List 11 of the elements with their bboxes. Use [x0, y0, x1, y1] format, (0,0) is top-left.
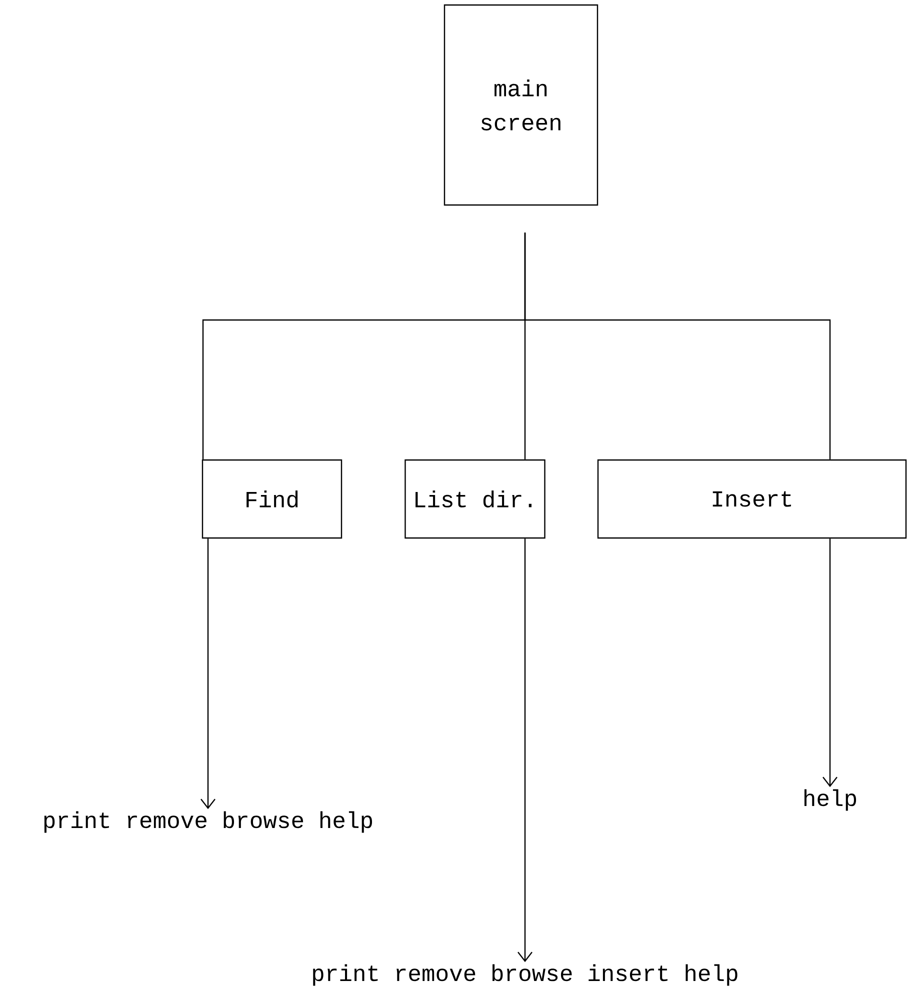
option-list-text: print remove browse insert help: [313, 964, 738, 986]
arrow: [518, 538, 532, 962]
screen-box: main screen: [444, 4, 598, 206]
arrow: [200, 538, 216, 810]
option-list-text: print remove browse help: [44, 811, 372, 833]
connector-line: [524, 232, 831, 460]
screen-box: Insert: [597, 459, 907, 539]
arrow: [822, 538, 838, 788]
screen-box: Find: [202, 459, 342, 539]
option-list-text: help: [804, 789, 856, 811]
screen-box: List dir.: [404, 459, 546, 539]
